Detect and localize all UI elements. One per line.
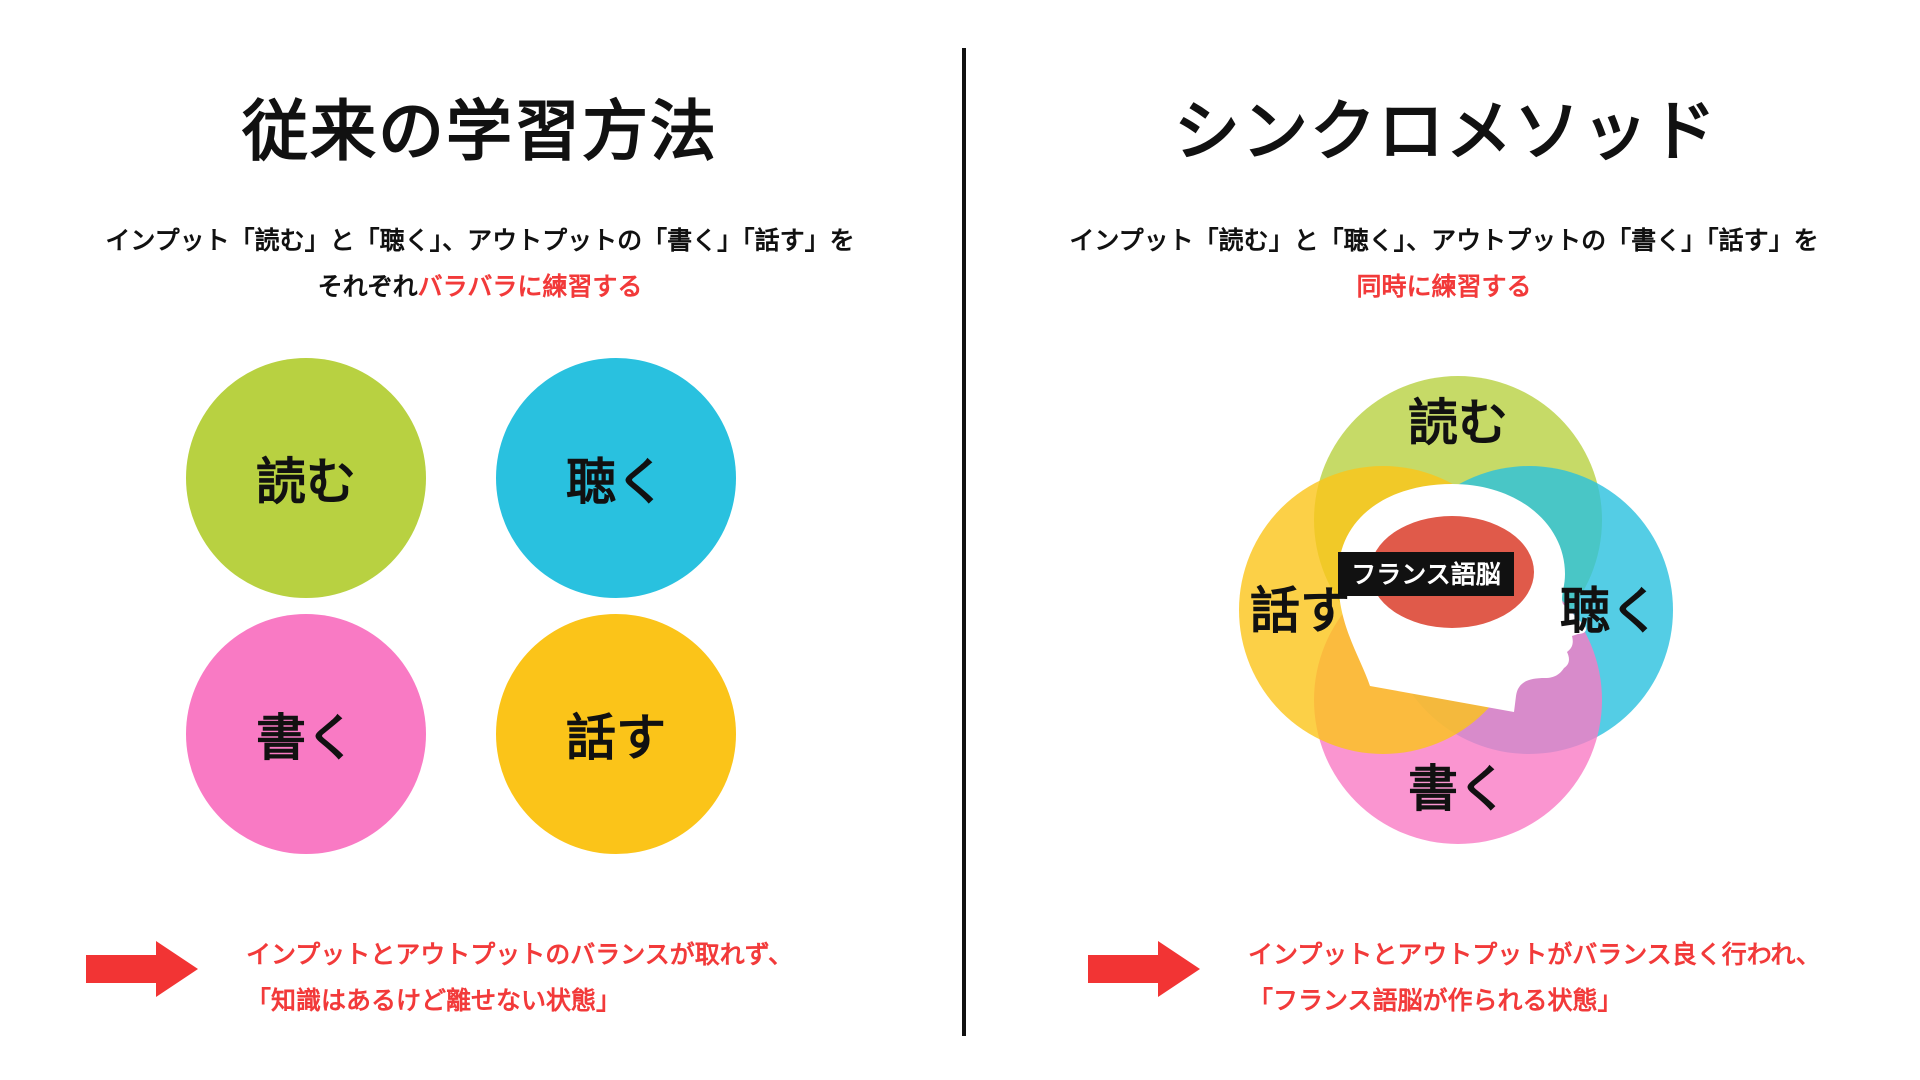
right-conclusion-line2: 「フランス語脳が作られる状態」 <box>1248 986 1623 1015</box>
left-desc-prefix: それぞれ <box>317 272 418 301</box>
left-conclusion: インプットとアウトプットのバランスが取れず、 「知識はあるけど離せない状態」 <box>246 932 793 1024</box>
right-title: シンクロメソッド <box>1174 93 1718 170</box>
venn-label-writing: 書く <box>1408 760 1508 818</box>
venn-label-speaking: 話す <box>1250 582 1350 640</box>
circle-writing: 書く <box>186 614 426 854</box>
vertical-divider <box>962 48 966 1036</box>
right-desc-line2: 同時に練習する <box>984 264 1904 310</box>
left-desc-line1: インプット「読む」と「聴く」、アウトプットの「書く」「話す」を <box>105 226 855 255</box>
right-desc-line1: インプット「読む」と「聴く」、アウトプットの「書く」「話す」を <box>1069 226 1819 255</box>
center-label: フランス語脳 <box>1351 560 1501 589</box>
right-panel: シンクロメソッド インプット「読む」と「聴く」、アウトプットの「書く」「話す」を… <box>960 0 1920 1080</box>
venn-label-reading: 読む <box>1408 394 1508 452</box>
right-conclusion-line1: インプットとアウトプットがバランス良く行われ、 <box>1248 940 1821 969</box>
right-description: インプット「読む」と「聴く」、アウトプットの「書く」「話す」を 同時に練習する <box>984 218 1904 310</box>
left-description: インプット「読む」と「聴く」、アウトプットの「書く」「話す」を それぞれバラバラ… <box>20 218 940 310</box>
right-desc-highlight: 同時に練習する <box>1356 272 1532 301</box>
left-conclusion-line2: 「知識はあるけど離せない状態」 <box>246 986 622 1015</box>
left-panel: 従来の学習方法 インプット「読む」と「聴く」、アウトプットの「書く」「話す」を … <box>20 93 940 1024</box>
circle-listening: 聴く <box>496 358 736 598</box>
right-arrow-icon <box>1088 941 1200 997</box>
left-desc-highlight: バラバラに練習する <box>417 272 643 301</box>
left-desc-line2: それぞれバラバラに練習する <box>20 264 940 310</box>
venn-diagram: フランス語脳 読む 聴く 書く 話す <box>1239 376 1673 844</box>
circle-listening-label: 聴く <box>566 453 666 511</box>
circle-writing-label: 書く <box>256 709 356 767</box>
circle-speaking: 話す <box>496 614 736 854</box>
venn-label-listening: 聴く <box>1560 582 1660 640</box>
right-arrow-icon <box>86 941 198 997</box>
circle-reading: 読む <box>186 358 426 598</box>
circle-reading-label: 読む <box>256 453 356 511</box>
center-label-box <box>1338 552 1514 596</box>
right-conclusion: インプットとアウトプットがバランス良く行われ、 「フランス語脳が作られる状態」 <box>1248 932 1821 1024</box>
left-title: 従来の学習方法 <box>242 93 718 170</box>
left-conclusion-line1: インプットとアウトプットのバランスが取れず、 <box>246 940 794 969</box>
circle-speaking-label: 話す <box>566 709 666 767</box>
